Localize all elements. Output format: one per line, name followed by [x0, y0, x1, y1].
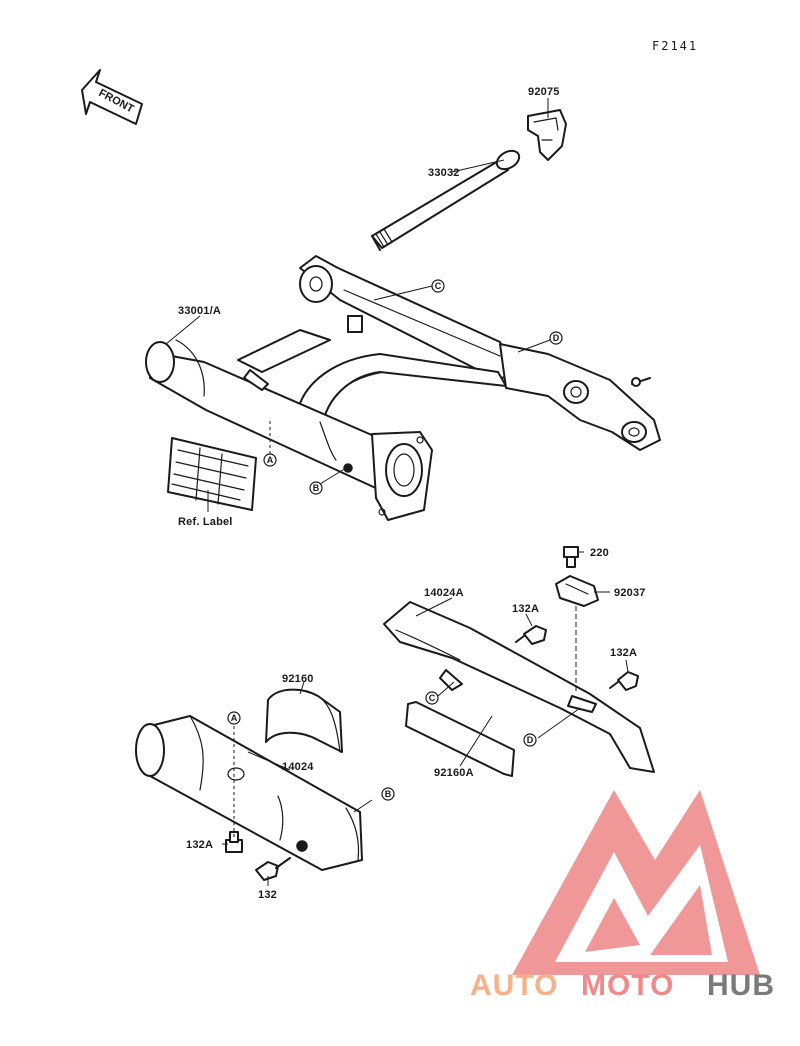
- svg-text:B: B: [385, 789, 392, 799]
- svg-text:B: B: [313, 483, 320, 493]
- clip-92037: [555, 575, 599, 607]
- watermark-logo: [512, 790, 760, 975]
- bolt-132A-top: [515, 625, 547, 645]
- label-ref-label: Ref. Label: [178, 516, 233, 528]
- marker-a-top: A: [263, 453, 277, 467]
- bolt-132A-right: [609, 671, 639, 691]
- chain-guard-14024A: [383, 601, 655, 773]
- label-132A-bottom: 132A: [186, 839, 213, 851]
- marker-c-top: C: [431, 279, 445, 293]
- marker-b-bottom: B: [381, 787, 395, 801]
- marker-c-bottom: C: [425, 691, 439, 705]
- leader-lines: [165, 98, 629, 886]
- tube-guard-14024: [135, 715, 363, 871]
- swing-arm-33001A: [145, 255, 661, 521]
- label-14024A: 14024A: [424, 587, 464, 599]
- label-132A-top: 132A: [512, 603, 539, 615]
- bolt-220: [563, 546, 579, 568]
- label-92075: 92075: [528, 86, 560, 98]
- svg-text:D: D: [527, 735, 534, 745]
- label-33032: 33032: [428, 167, 460, 179]
- rubber-strip-92160A: [405, 701, 515, 777]
- watermark-auto: AUTO: [470, 969, 558, 1002]
- svg-text:C: C: [429, 693, 436, 703]
- sleeve-92160: [265, 688, 343, 753]
- label-92160: 92160: [282, 673, 314, 685]
- svg-text:A: A: [231, 713, 238, 723]
- diagram-code: F2141: [652, 39, 698, 53]
- watermark-moto: MOTO: [581, 969, 674, 1002]
- watermark-hub: HUB: [707, 969, 775, 1002]
- watermark-text: AUTO MOTO HUB: [470, 969, 775, 1002]
- marker-a-bottom: A: [227, 711, 241, 725]
- label-14024: 14024: [282, 761, 314, 773]
- bolt-132: [255, 857, 291, 881]
- marker-d-top: D: [549, 331, 563, 345]
- svg-text:A: A: [267, 455, 274, 465]
- label-92037: 92037: [614, 587, 646, 599]
- ref-label-sticker: [167, 437, 257, 511]
- marker-d-bottom: D: [523, 733, 537, 747]
- svg-text:C: C: [435, 281, 442, 291]
- pivot-shaft-33032: [371, 149, 521, 251]
- label-92160A: 92160A: [434, 767, 474, 779]
- svg-text:D: D: [553, 333, 560, 343]
- marker-b-top: B: [309, 481, 323, 495]
- pivot-bracket-92075: [527, 109, 567, 161]
- front-arrow-icon: FRONT: [81, 69, 143, 125]
- label-132: 132: [258, 889, 277, 901]
- label-33001A: 33001/A: [178, 305, 221, 317]
- label-220: 220: [590, 547, 609, 559]
- label-132A-right: 132A: [610, 647, 637, 659]
